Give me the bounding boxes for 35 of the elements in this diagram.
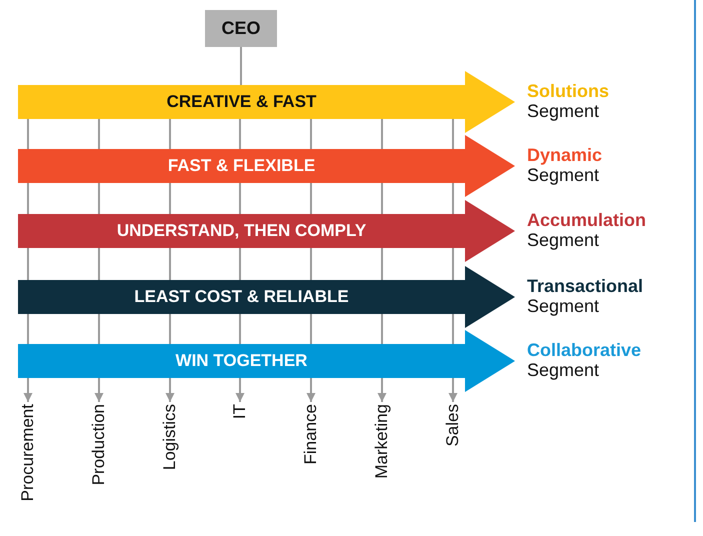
arrow [24,378,32,402]
arrow-band [18,200,515,262]
arrow-band [18,266,515,328]
arrow [236,378,244,402]
department-label: Production [89,404,109,486]
band-label: UNDERSTAND, THEN COMPLY [116,221,368,241]
band-label: FAST & FLEXIBLE [166,156,316,176]
department-label: Logistics [160,404,180,470]
segment-name: Dynamic [527,145,602,165]
segment-label: Segment [527,165,600,185]
department-label: IT [230,404,250,420]
segment-name: Transactional [527,276,644,296]
segment-name: Collaborative [527,340,642,360]
arrow-band [18,71,515,133]
department-label: Procurement [18,404,38,502]
department-label: Marketing [372,404,392,479]
arrow-band [18,135,515,197]
arrow [166,378,174,402]
arrow [94,378,104,402]
role-box: CEO [205,10,277,47]
segment-name: Accumulation [527,210,646,230]
arrow [378,378,386,402]
segment-label: Segment [527,360,600,380]
band-label: CREATIVE & FAST [166,92,318,112]
department-label: Finance [301,404,321,464]
band-label: LEAST COST & RELIABLE [133,287,350,307]
band-label: WIN TOGETHER [174,351,308,371]
department-label: Sales [443,404,463,447]
segment-name: Solutions [527,81,609,101]
segment-label: Segment [527,230,600,250]
arrow [448,378,458,402]
segment-label: Segment [527,101,600,121]
segment-label: Segment [527,296,600,316]
arrow-band [18,330,515,392]
arrow [306,378,316,402]
